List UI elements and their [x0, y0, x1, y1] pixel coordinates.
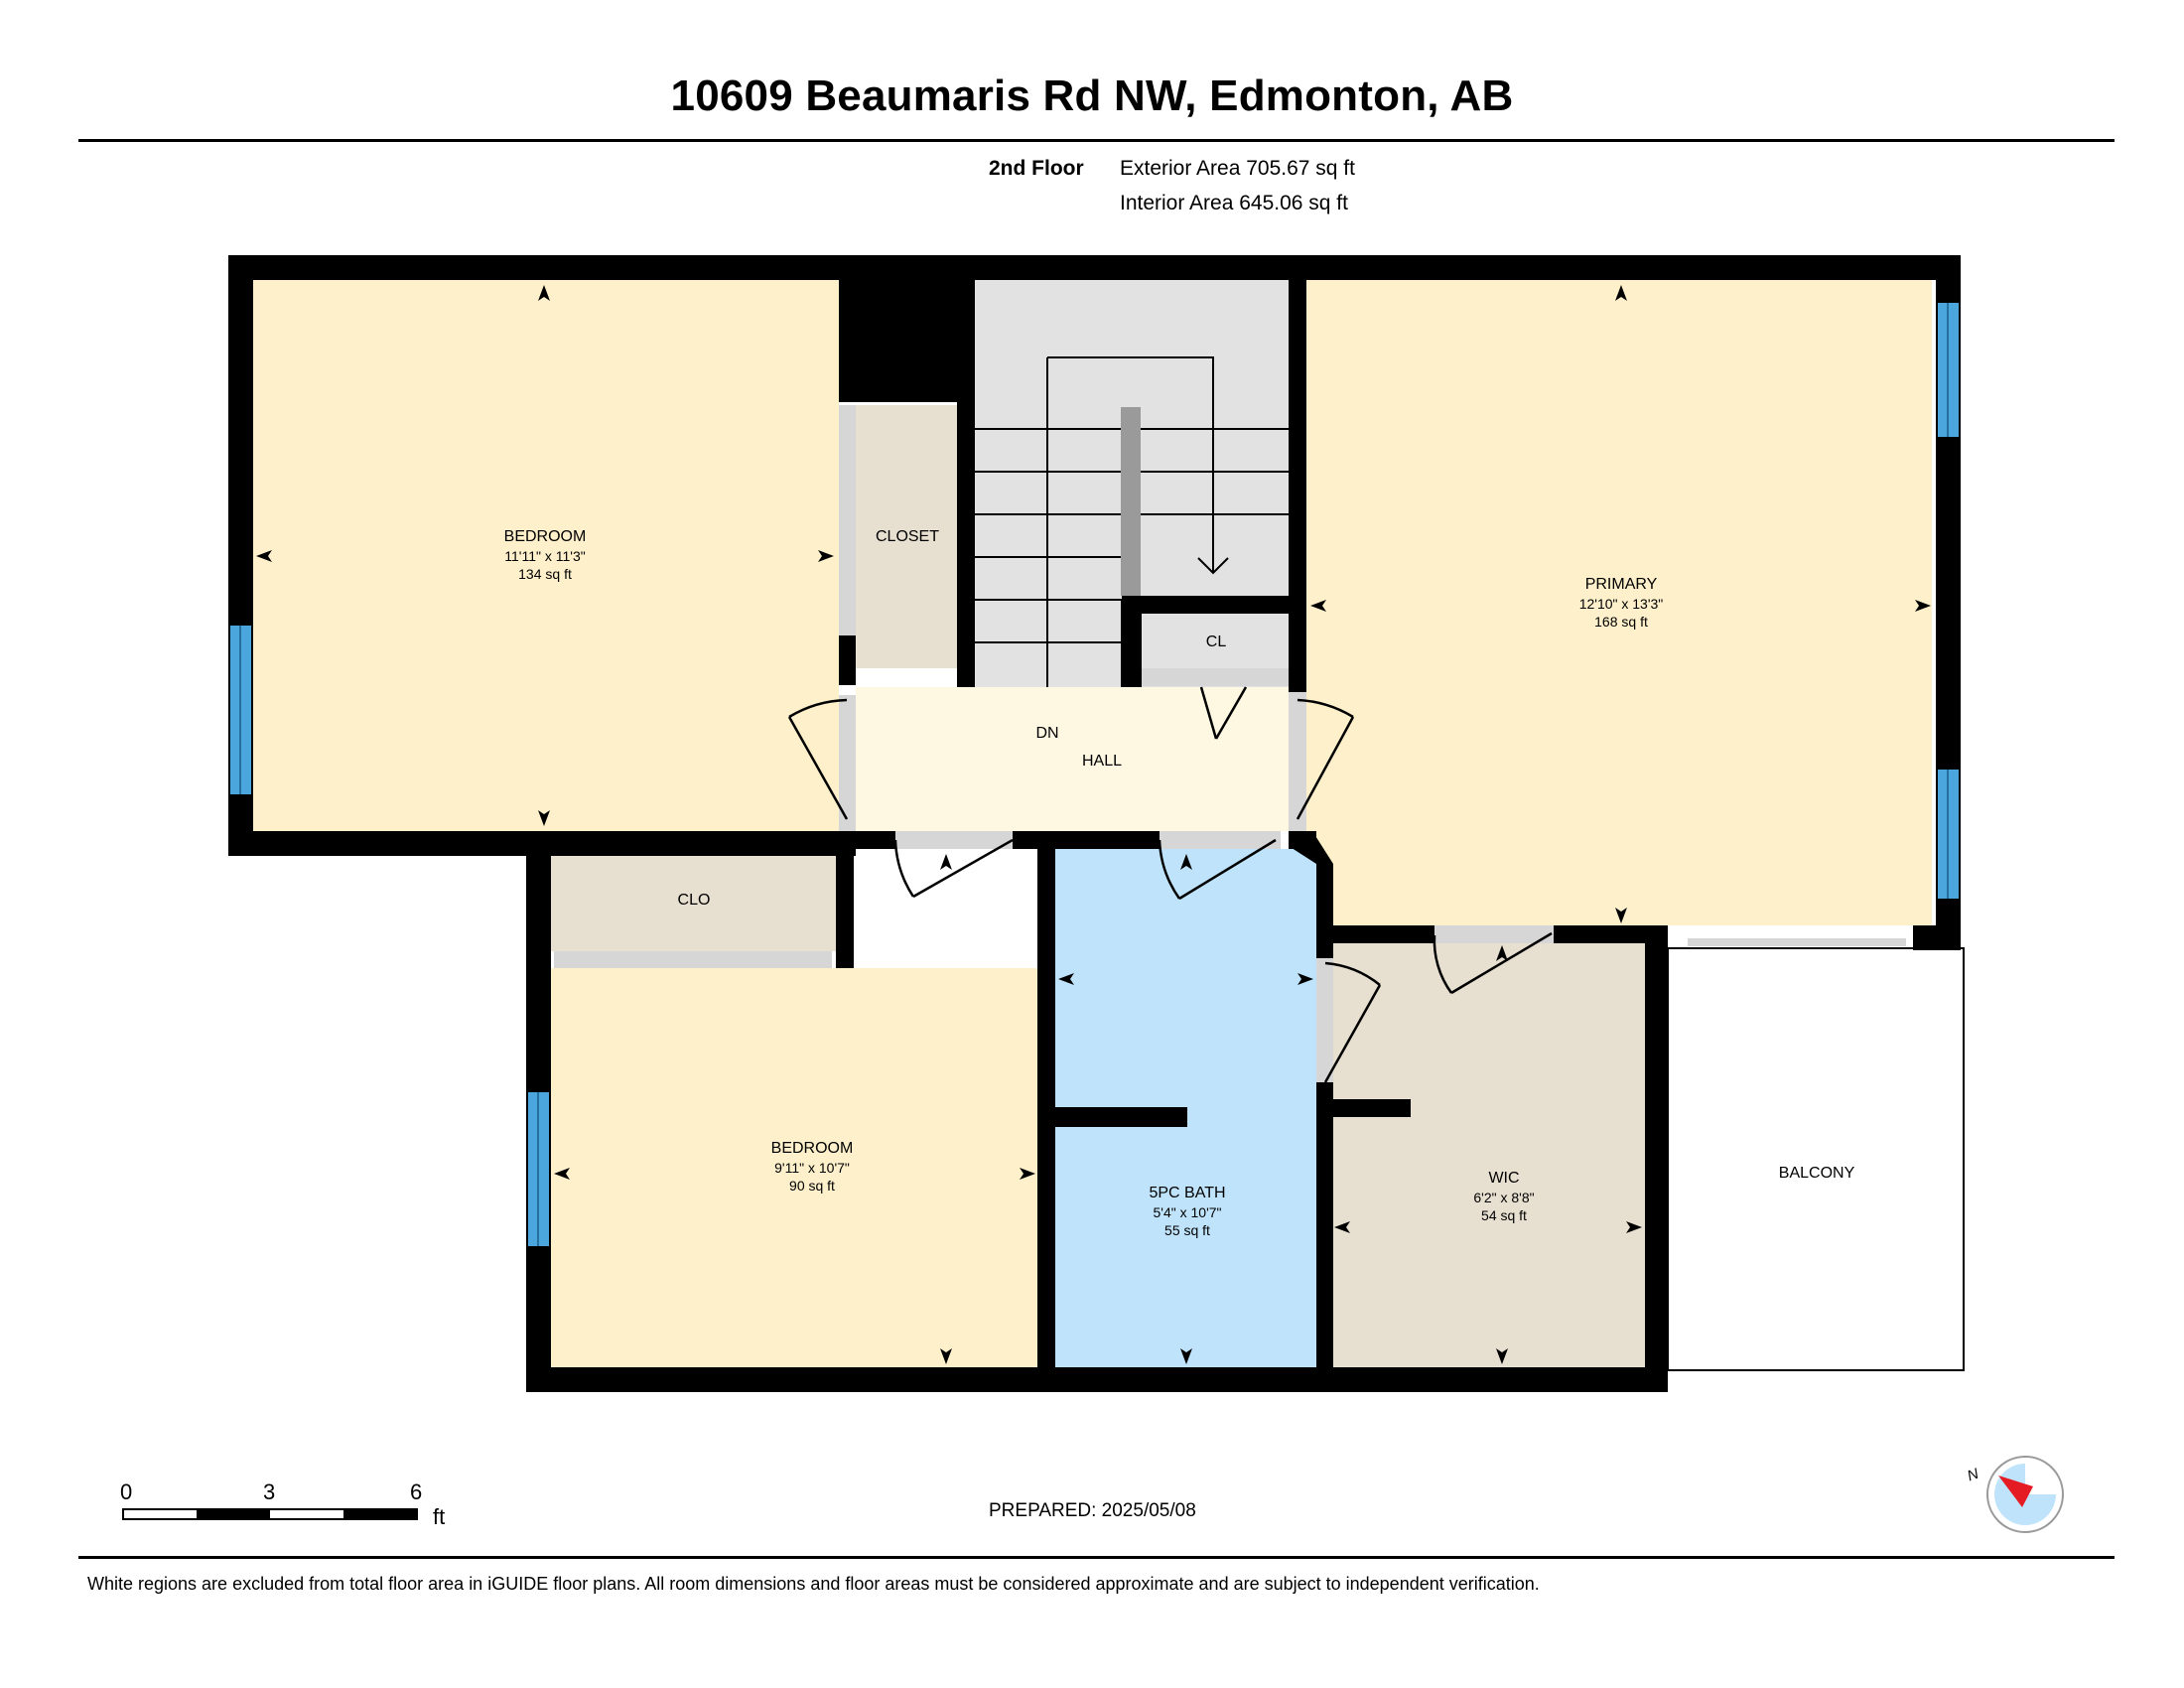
scale-unit: ft: [433, 1504, 446, 1529]
closet-name: CLOSET: [875, 528, 939, 545]
clo-name: CLO: [677, 892, 711, 909]
scale-tick-3: 3: [263, 1479, 276, 1504]
stairs-dn-label: DN: [1035, 725, 1059, 742]
door-swings: [787, 686, 1553, 1083]
stair-rail: [1121, 407, 1141, 596]
primary-area: 168 sq ft: [1594, 614, 1648, 630]
bath-name: 5PC BATH: [1149, 1185, 1226, 1201]
primary-fill: [1306, 280, 1932, 925]
wic-area: 54 sq ft: [1481, 1207, 1527, 1223]
closet-fill: [856, 405, 957, 668]
interior-area: Interior Area 645.06 sq ft: [1120, 192, 1348, 214]
page-title: 10609 Beaumaris Rd NW, Edmonton, AB: [670, 71, 1514, 120]
bedroom2-name: BEDROOM: [770, 1140, 854, 1157]
bedroom1-fill: [253, 280, 839, 831]
balcony-name: BALCONY: [1778, 1165, 1855, 1182]
bedroom2-fill: [551, 968, 1040, 1367]
bath-area: 55 sq ft: [1164, 1222, 1210, 1238]
bath-dims: 5'4" x 10'7": [1153, 1204, 1222, 1220]
footer-divider: [78, 1556, 2115, 1559]
wic-fill: [1331, 943, 1645, 1367]
openings: [554, 405, 1906, 1082]
bedroom1-dims: 11'11" x 11'3": [504, 548, 586, 564]
bedroom1-area: 134 sq ft: [518, 566, 572, 582]
bedroom1-name: BEDROOM: [503, 528, 587, 545]
title-divider: [78, 139, 2115, 142]
wic-dims: 6'2" x 8'8": [1473, 1190, 1535, 1205]
hall-name: HALL: [1081, 753, 1123, 770]
wic-name: WIC: [1488, 1170, 1520, 1187]
bedroom2-area: 90 sq ft: [789, 1178, 835, 1194]
clo-fill: [551, 849, 836, 951]
exterior-area: Exterior Area 705.67 sq ft: [1120, 157, 1355, 180]
balcony-outline: [1667, 947, 1965, 1371]
disclaimer-text: White regions are excluded from total fl…: [87, 1574, 1540, 1594]
primary-dims: 12'10" x 13'3": [1578, 596, 1664, 612]
bedroom2-dims: 9'11" x 10'7": [774, 1160, 850, 1176]
prepared-date: PREPARED: 2025/05/08: [989, 1500, 1196, 1521]
scale-tick-0: 0: [120, 1479, 133, 1504]
scale-tick-6: 6: [410, 1479, 423, 1504]
floor-name: 2nd Floor: [989, 157, 1084, 180]
window-lines: [239, 303, 1949, 1246]
compass-icon: [1986, 1456, 2064, 1533]
cl-name: CL: [1205, 633, 1227, 650]
primary-name: PRIMARY: [1584, 576, 1658, 593]
hall-fill: [856, 687, 1289, 831]
scale-bar: [122, 1508, 418, 1520]
